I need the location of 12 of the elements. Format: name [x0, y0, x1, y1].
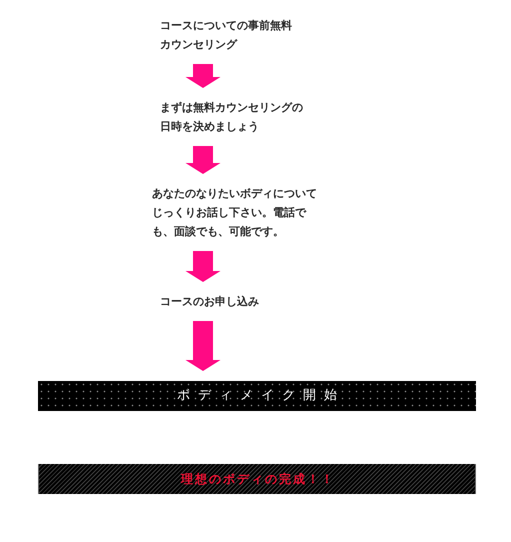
banner-text: ボディメイク開始: [176, 388, 345, 404]
banner-bar: [38, 381, 476, 411]
step-text: あなたのなりたいボディについてじっくりお話し下さい。電話でも、面談でも、可能です。: [152, 186, 318, 240]
arrow: [186, 251, 220, 282]
arrow: [186, 321, 220, 371]
arrow: [186, 64, 220, 88]
step-text: コースについての事前無料カウンセリング: [160, 18, 293, 53]
banner-text: 理想のボディの完成！！: [180, 471, 335, 487]
arrow: [186, 146, 220, 174]
step-text: コースのお申し込み: [160, 294, 259, 310]
banner-bar: [38, 464, 476, 494]
step-text: まずは無料カウンセリングの日時を決めましょう: [160, 100, 304, 135]
